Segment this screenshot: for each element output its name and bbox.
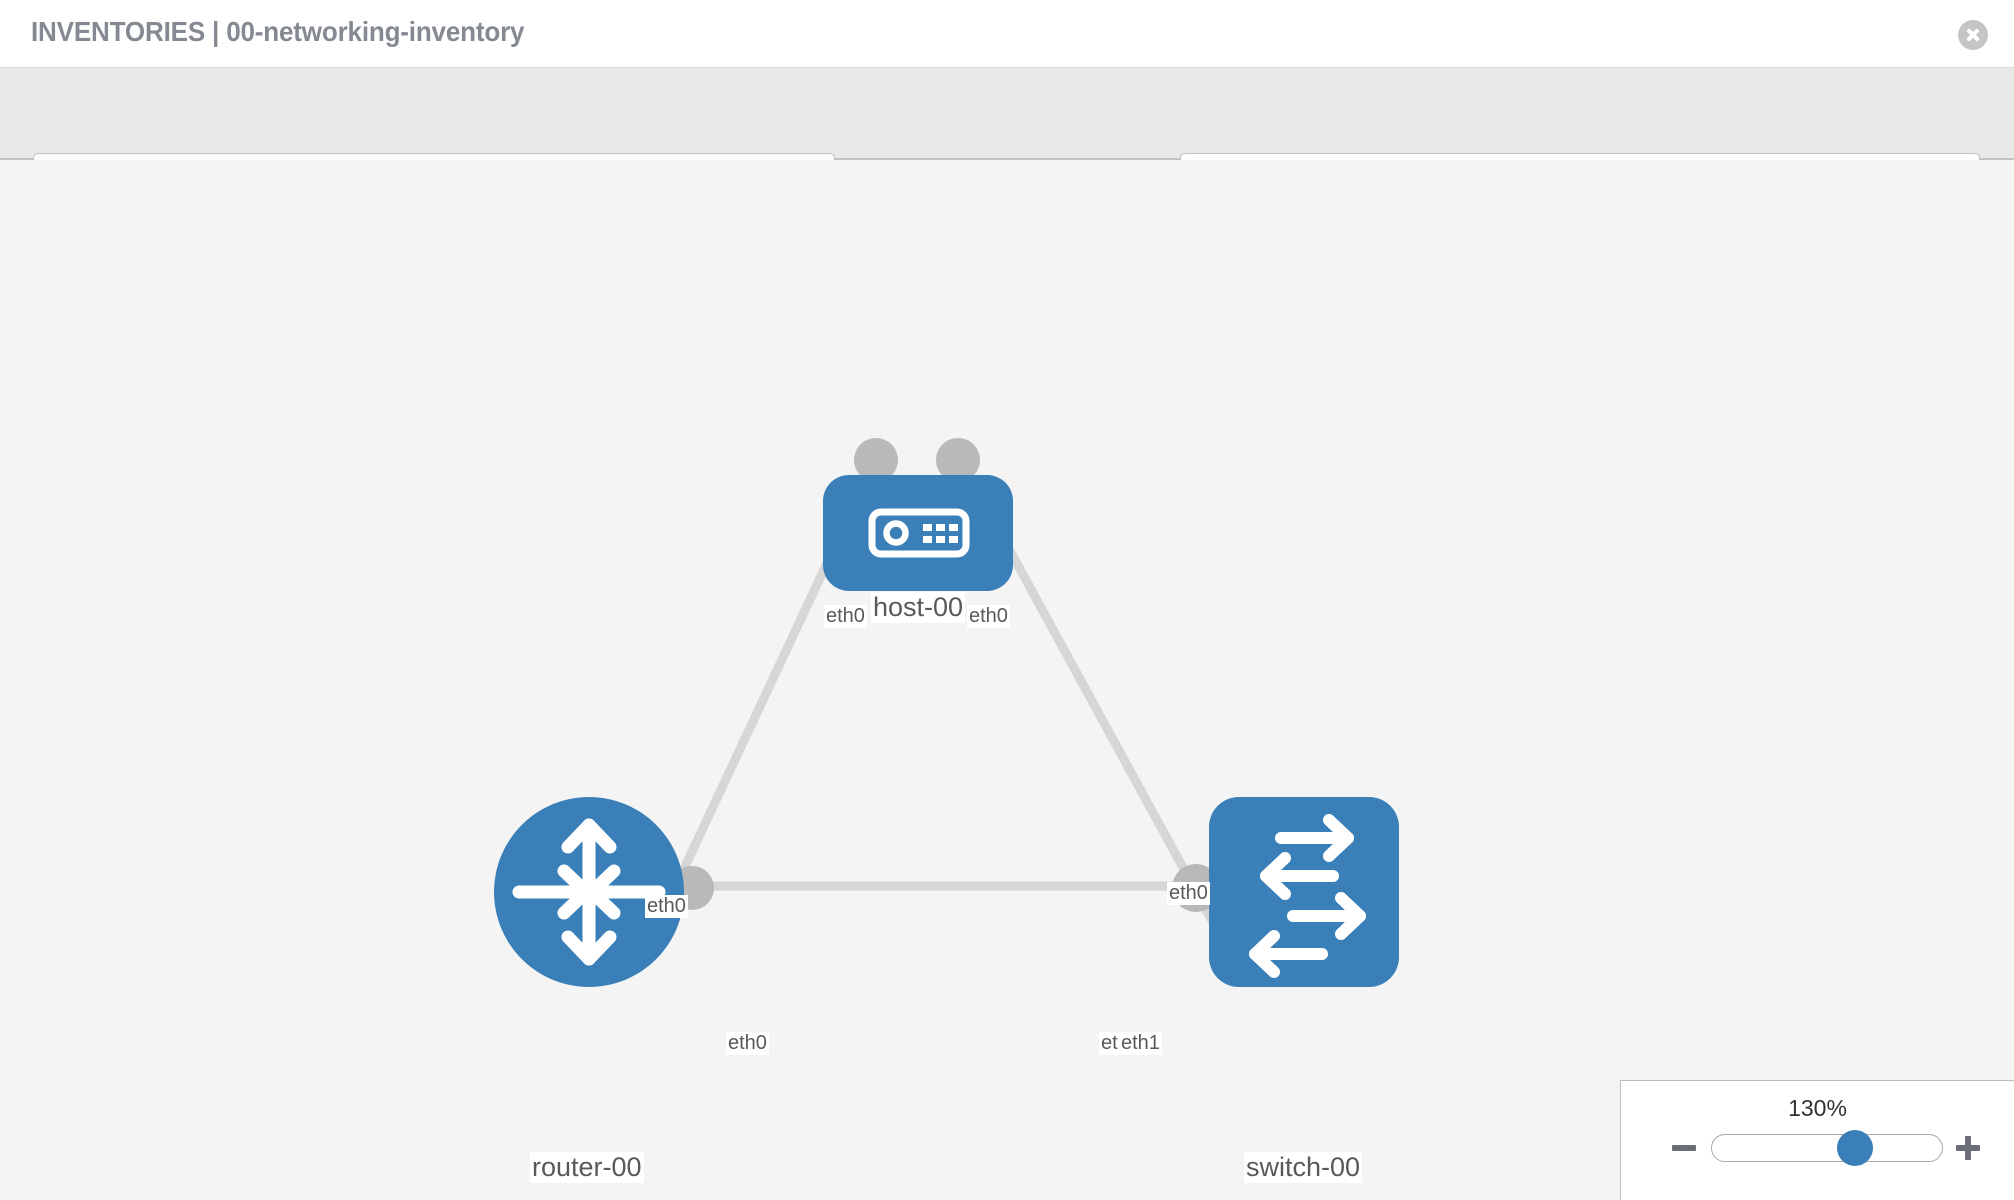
zoom-slider[interactable] <box>1711 1130 1943 1166</box>
interface-dot <box>936 438 980 482</box>
page-title: INVENTORIES | 00-networking-inventory <box>31 16 525 47</box>
interface-label: eth0 <box>1167 882 1210 905</box>
topology-graph <box>494 438 1399 987</box>
server-device-icon <box>868 508 970 558</box>
node-label-router-00: router-00 <box>530 1152 644 1184</box>
zoom-out-button[interactable] <box>1669 1133 1699 1163</box>
zoom-level-label: 130% <box>1788 1095 1847 1121</box>
node-host-00 <box>823 475 1013 591</box>
page-header: INVENTORIES | 00-networking-inventory <box>0 0 2014 68</box>
close-icon[interactable] <box>1958 20 1988 50</box>
four-arrows-inward-icon <box>512 818 666 966</box>
node-switch-00 <box>1209 797 1399 987</box>
node-label-switch-00: switch-00 <box>1244 1152 1363 1184</box>
interface-label: eth0 <box>645 895 688 918</box>
node-label-host-00: host-00 <box>871 592 966 624</box>
node-router-00 <box>494 797 684 987</box>
toolbar: ACTIONS SEARCH <box>0 68 2014 209</box>
interface-label: eth0 <box>967 605 1010 628</box>
zoom-control-panel: 130% <box>1620 1080 2014 1200</box>
zoom-in-button[interactable] <box>1953 1133 1983 1163</box>
interface-dot <box>854 438 898 482</box>
topology-canvas[interactable]: eth0 host-00 eth0 eth0 eth0 eth0 eth eth… <box>0 160 2014 1200</box>
interface-label: eth0 <box>824 605 867 628</box>
bidirectional-arrows-icon <box>1249 814 1366 978</box>
zoom-slider-thumb[interactable] <box>1836 1130 1873 1166</box>
interface-label: eth0 <box>726 1032 769 1055</box>
interface-label: eth1 <box>1119 1032 1162 1055</box>
